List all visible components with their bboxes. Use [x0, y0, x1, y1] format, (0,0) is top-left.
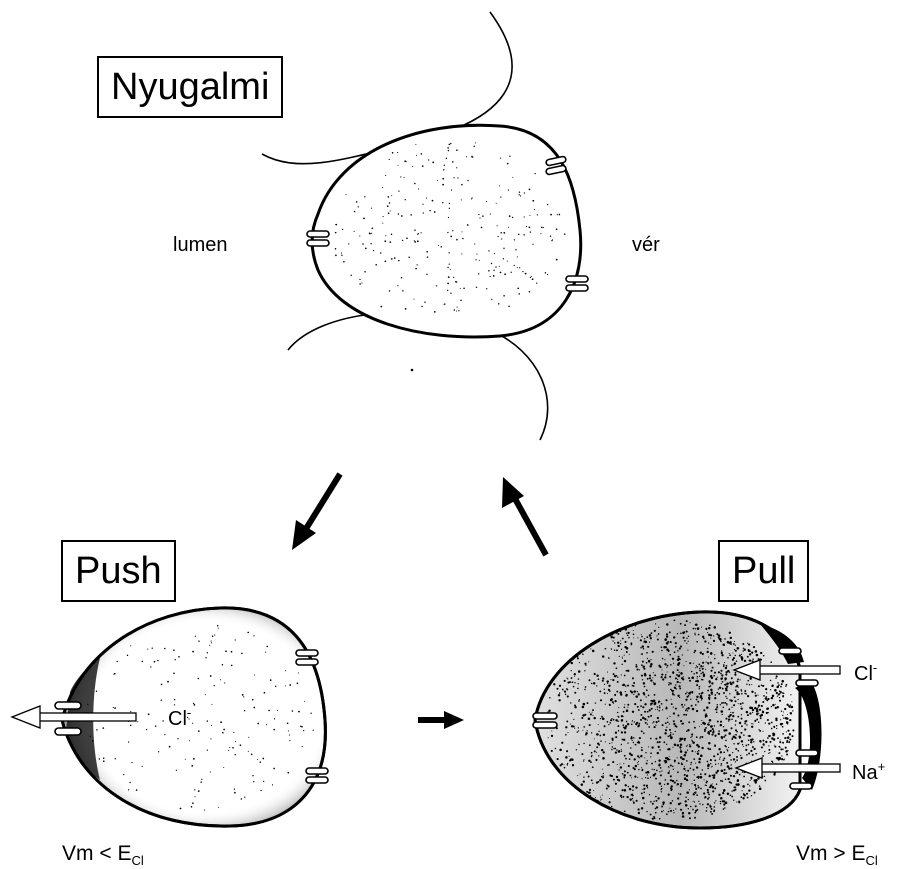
arrow-push-to-pull	[418, 711, 464, 729]
arrow-rest-to-push	[292, 474, 340, 550]
label-lumen: lumen	[173, 234, 227, 257]
label-pull-chloride: Cl-	[854, 660, 877, 686]
title-resting: Nyugalmi	[97, 56, 283, 118]
label-pull-sodium: Na+	[852, 759, 885, 785]
title-pull: Pull	[718, 540, 809, 602]
label-push-chloride: Cl-	[168, 705, 191, 731]
title-push: Push	[61, 540, 176, 602]
arrow-pull-to-rest	[502, 477, 546, 555]
label-blood: vér	[632, 234, 660, 257]
condition-pull: Vm > ECl	[796, 842, 878, 868]
condition-push: Vm < ECl	[62, 842, 144, 868]
